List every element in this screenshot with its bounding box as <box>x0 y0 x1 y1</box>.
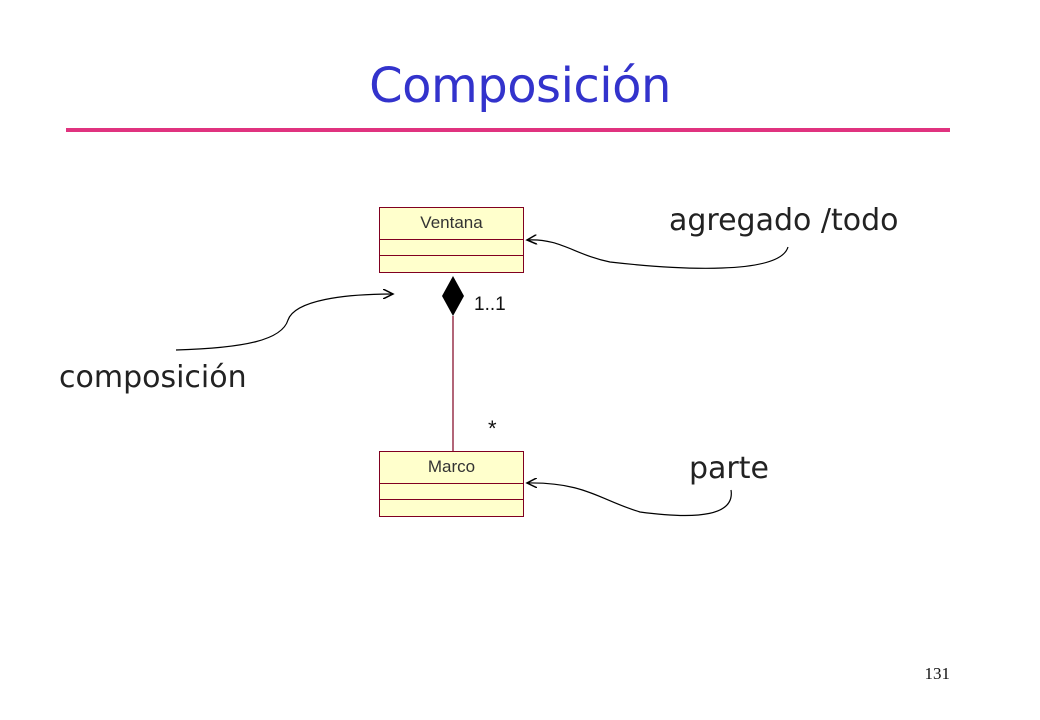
whole-multiplicity: 1..1 <box>474 294 506 315</box>
part-multiplicity: * <box>488 416 497 441</box>
title-underline <box>66 128 950 132</box>
page-number: 131 <box>924 664 951 683</box>
whole-annotation-label: agregado /todo <box>669 203 899 238</box>
class-marco[interactable]: Marco <box>379 451 524 517</box>
slide-title: Composición <box>369 58 671 114</box>
class-ventana[interactable]: Ventana <box>379 207 524 273</box>
class-marco-name: Marco <box>427 457 476 476</box>
part-annotation-arrow <box>527 483 732 517</box>
class-ventana-operations-divider <box>380 255 523 256</box>
composition-annotation-arrow <box>175 294 393 351</box>
whole-annotation-arrow <box>527 240 789 269</box>
part-annotation-label: parte <box>689 451 769 486</box>
composition-annotation-label: composición <box>59 360 247 395</box>
class-ventana-name: Ventana <box>420 213 483 232</box>
class-marco-attributes-divider <box>380 483 523 484</box>
class-ventana-attributes-divider <box>380 239 523 240</box>
class-marco-operations-divider <box>380 499 523 500</box>
composition-diamond <box>442 276 464 316</box>
